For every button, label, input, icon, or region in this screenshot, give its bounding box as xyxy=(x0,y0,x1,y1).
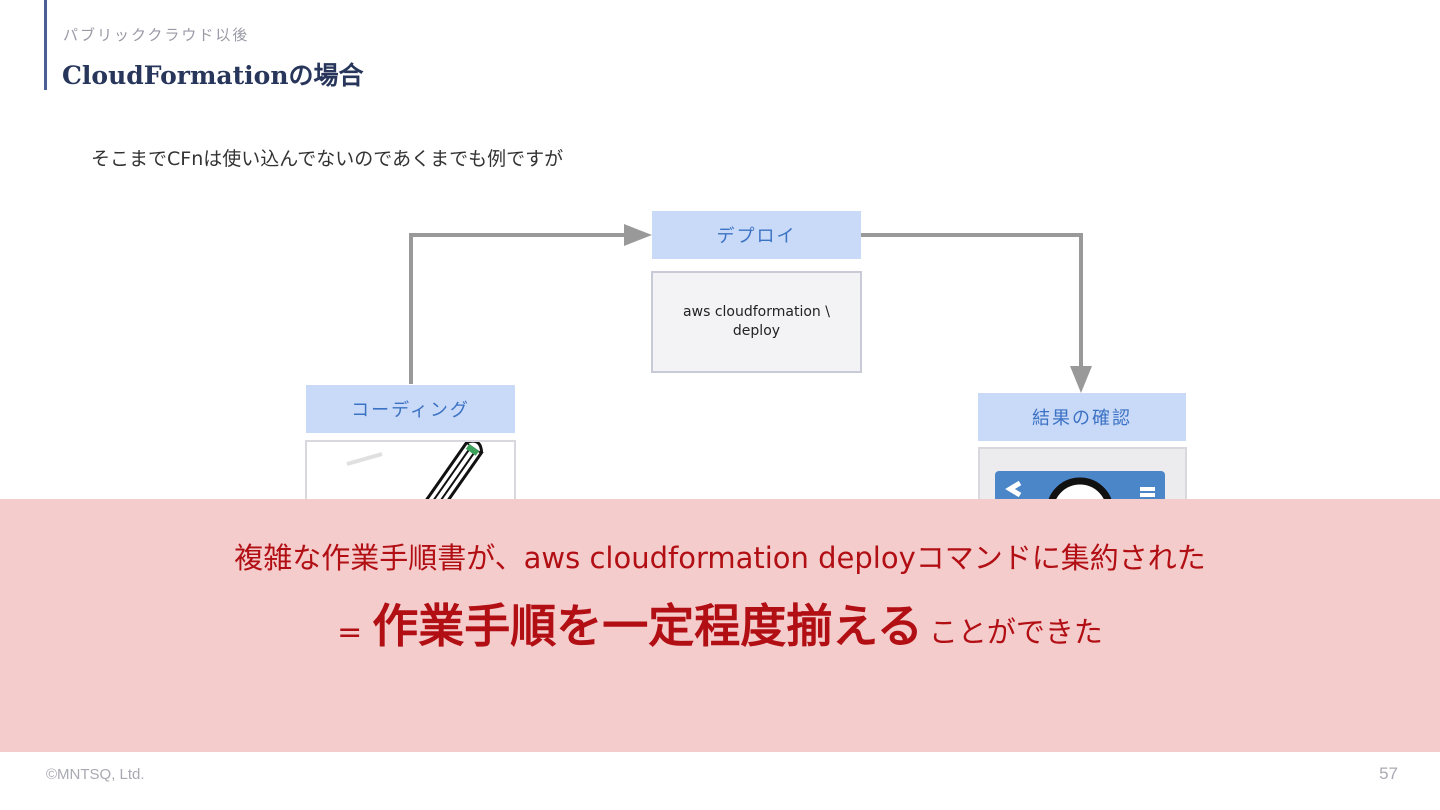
step-coding-label: コーディング xyxy=(306,385,515,433)
deploy-command-line1: aws cloudformation \ xyxy=(683,304,830,320)
deploy-command-line2: deploy xyxy=(732,323,781,339)
deploy-command-box: aws cloudformation \ deploy xyxy=(651,271,862,373)
title-accent-bar xyxy=(44,0,47,90)
conclusion-overlay xyxy=(0,499,1440,752)
conclusion-line1: 複雑な作業手順書が、aws cloudformation deployコマンドに… xyxy=(234,541,1206,575)
intro-text: そこまでCFnは使い込んでないのであくまでも例ですが xyxy=(91,148,564,170)
step-coding-box xyxy=(305,440,516,500)
conclusion-line2: = 作業手順を一定程度揃えることができた xyxy=(0,590,1440,656)
arrow-deploy-to-check xyxy=(861,233,1083,372)
page-title: CloudFormationの場合 xyxy=(62,61,364,90)
page-number: 57 xyxy=(1379,764,1398,783)
conclusion-tail: ことができた xyxy=(928,615,1103,649)
step-check-box xyxy=(978,447,1187,500)
step-deploy-label: デプロイ xyxy=(652,211,861,259)
step-check-label: 結果の確認 xyxy=(978,393,1186,441)
search-screen-icon xyxy=(995,471,1165,500)
pen-icon xyxy=(346,442,484,500)
section-label: パブリッククラウド以後 xyxy=(63,26,250,44)
footer-copyright: ©MNTSQ, Ltd. xyxy=(46,766,145,783)
arrow-coding-to-deploy xyxy=(409,233,630,384)
conclusion-emphasis: 作業手順を一定程度揃える xyxy=(372,599,923,653)
conclusion-equals: = xyxy=(337,615,363,650)
